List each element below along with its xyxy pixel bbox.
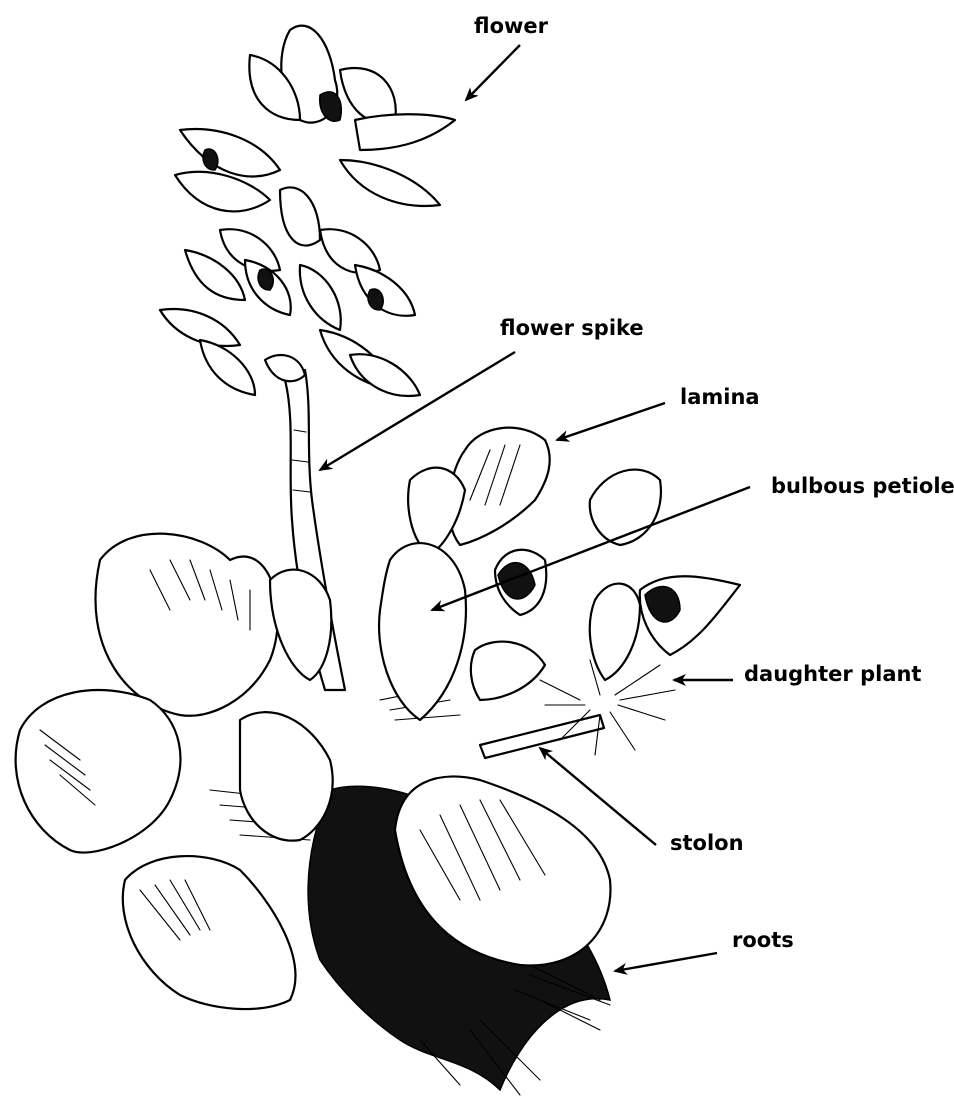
lamina-arrow	[557, 403, 665, 440]
left-leaves	[16, 534, 333, 1009]
lamina-label: lamina	[680, 387, 760, 408]
stolon-label: stolon	[670, 833, 744, 854]
stolon-shape	[480, 715, 604, 758]
roots-arrow	[615, 953, 717, 971]
flower-cluster	[160, 26, 455, 396]
bulbous-petiole-label: bulbous petiole	[771, 476, 954, 497]
roots-label: roots	[732, 930, 794, 951]
flower-arrow	[466, 45, 520, 100]
daughter-plant-label: daughter plant	[744, 664, 921, 685]
bulbous-petiole-shape	[379, 543, 466, 720]
flower-spike-label: flower spike	[500, 318, 644, 339]
flower-label: flower	[474, 16, 548, 37]
